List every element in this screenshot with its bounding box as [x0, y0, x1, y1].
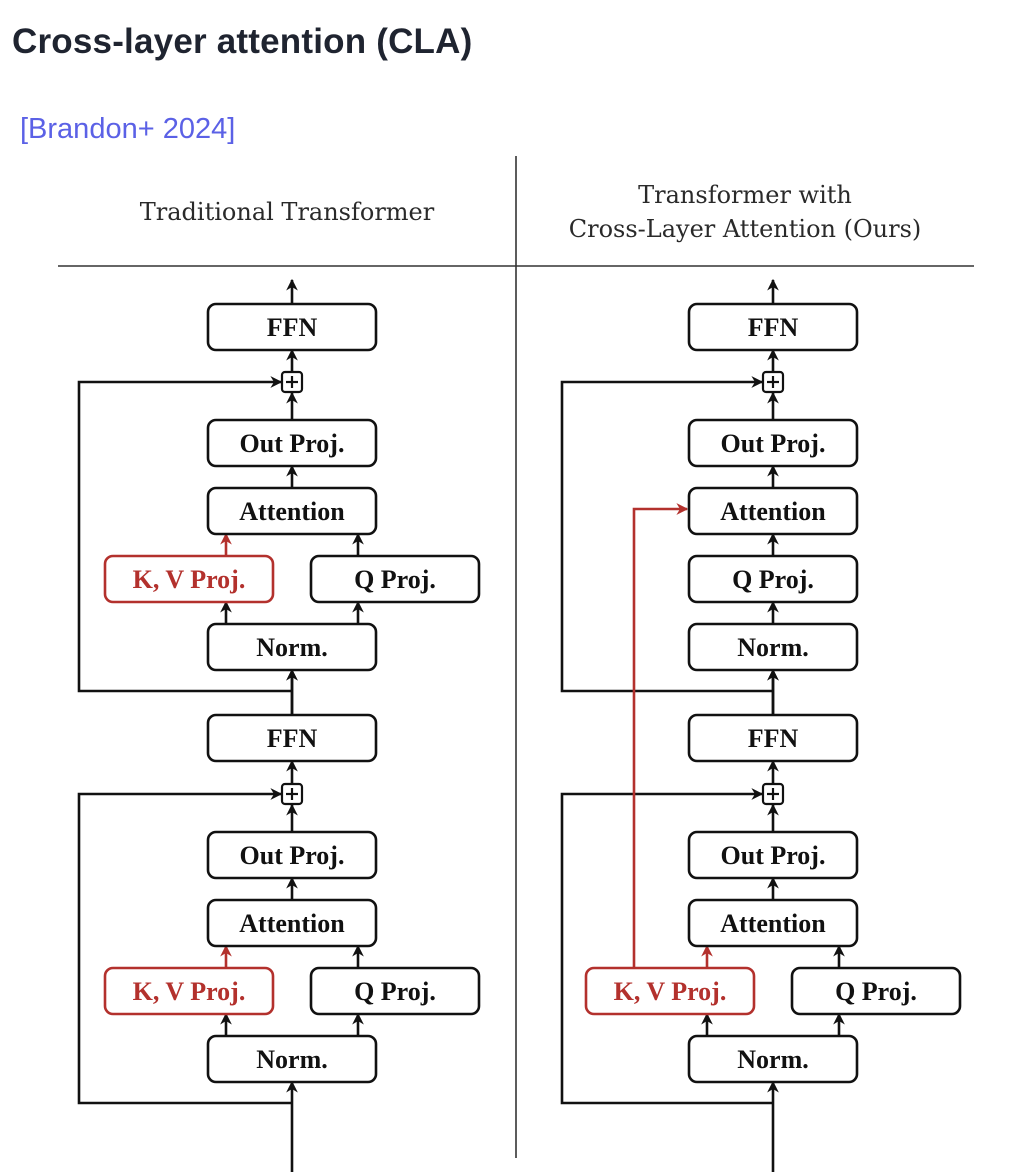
left-l1-out-proj-box-frame [206, 418, 378, 468]
left-l2-norm-box: Norm. [206, 1034, 378, 1084]
right-l1-out-proj-box-frame [687, 418, 859, 468]
left-l2-q-proj-box: Q Proj. [309, 966, 481, 1016]
right-l2-kv-proj-box-frame [584, 966, 756, 1016]
left-l1-q-proj-box: Q Proj. [309, 554, 481, 604]
right-l1-q-proj-box-frame [687, 554, 859, 604]
left-l2-kv-proj-box: K, V Proj. [103, 966, 275, 1016]
right-l2-ffn-box-frame [687, 713, 859, 763]
right-l1-residual-add [761, 370, 785, 394]
right-l1-q-proj-box: Q Proj. [687, 554, 859, 604]
right-l1-out-proj-box-label: Out Proj. [721, 429, 826, 458]
right-l2-kv-proj-box: K, V Proj. [584, 966, 756, 1016]
left-l2-out-proj-box: Out Proj. [206, 830, 378, 880]
left-l2-out-proj-box-label: Out Proj. [240, 841, 345, 870]
left-l2-q-proj-box-label: Q Proj. [354, 977, 436, 1006]
left-l1-out-proj-box-label: Out Proj. [240, 429, 345, 458]
citation-link[interactable]: [Brandon+ 2024] [20, 113, 236, 145]
left-l1-q-proj-box-frame [309, 554, 481, 604]
left-l1-attention-box-label: Attention [239, 497, 345, 526]
right-l1-attention-box: Attention [687, 486, 859, 536]
right-l2-norm-box: Norm. [687, 1034, 859, 1084]
left-l1-residual-add [280, 370, 304, 394]
right-l2-attention-box: Attention [687, 898, 859, 948]
left-l2-residual-loop [77, 788, 292, 1105]
left-l1-attention-box: Attention [206, 486, 378, 536]
right-shared-kv-arrow [632, 503, 689, 968]
left-l2-out-proj-box-frame [206, 830, 378, 880]
right-l2-q-proj-box: Q Proj. [790, 966, 962, 1016]
right-l2-ffn-box-label: FFN [748, 724, 799, 753]
left-l2-attention-box-frame [206, 898, 378, 948]
left-l2-attention-box-label: Attention [239, 909, 345, 938]
page-title: Cross-layer attention (CLA) [12, 22, 473, 61]
right-l1-norm-box-label: Norm. [737, 633, 808, 662]
left-l2-ffn-box-label: FFN [267, 724, 318, 753]
left-l2-kv-proj-box-frame [103, 966, 275, 1016]
right-l2-residual-add [761, 782, 785, 806]
right-l1-out-proj-box: Out Proj. [687, 418, 859, 468]
right-l2-norm-box-frame [687, 1034, 859, 1084]
right-l2-norm-box-label: Norm. [737, 1045, 808, 1074]
left-l1-residual-loop [77, 376, 292, 693]
left-l1-ffn-box-frame [206, 302, 378, 352]
right-l1-attention-box-label: Attention [720, 497, 826, 526]
left-l1-kv-proj-box-frame [103, 554, 275, 604]
left-l1-kv-proj-box-label: K, V Proj. [133, 565, 246, 594]
right-l2-out-proj-box-frame [687, 830, 859, 880]
right-l2-q-proj-box-frame [790, 966, 962, 1016]
left-l2-norm-box-frame [206, 1034, 378, 1084]
left-l1-q-proj-box-label: Q Proj. [354, 565, 436, 594]
left-l1-norm-box-frame [206, 622, 378, 672]
left-l1-attention-box-frame [206, 486, 378, 536]
right-l2-out-proj-box: Out Proj. [687, 830, 859, 880]
right-l1-q-proj-box-label: Q Proj. [732, 565, 814, 594]
left-l1-ffn-box: FFN [206, 302, 378, 352]
right-l1-ffn-box: FFN [687, 302, 859, 352]
left-l2-attention-box: Attention [206, 898, 378, 948]
left-l1-out-proj-box: Out Proj. [206, 418, 378, 468]
right-header-line-1: Transformer with [638, 181, 852, 209]
right-header-line-2: Cross-Layer Attention (Ours) [569, 215, 922, 243]
right-l1-ffn-box-label: FFN [748, 313, 799, 342]
right-l1-norm-box-frame [687, 622, 859, 672]
left-l1-norm-box: Norm. [206, 622, 378, 672]
right-l1-ffn-box-frame [687, 302, 859, 352]
left-l2-ffn-box-frame [206, 713, 378, 763]
left-l2-residual-add [280, 782, 304, 806]
right-l2-out-proj-box-label: Out Proj. [721, 841, 826, 870]
right-l2-attention-box-label: Attention [720, 909, 826, 938]
left-header-line-1: Traditional Transformer [140, 198, 435, 226]
right-l1-residual-loop [560, 376, 773, 693]
right-l1-norm-box: Norm. [687, 622, 859, 672]
left-l2-ffn-box: FFN [206, 713, 378, 763]
left-l2-norm-box-label: Norm. [256, 1045, 327, 1074]
left-l2-kv-proj-box-label: K, V Proj. [133, 977, 246, 1006]
left-l1-ffn-box-label: FFN [267, 313, 318, 342]
right-l2-q-proj-box-label: Q Proj. [835, 977, 917, 1006]
left-l2-q-proj-box-frame [309, 966, 481, 1016]
right-l2-residual-loop [560, 788, 773, 1105]
right-l2-kv-proj-box-label: K, V Proj. [614, 977, 727, 1006]
right-l1-attention-box-frame [687, 486, 859, 536]
right-l2-ffn-box: FFN [687, 713, 859, 763]
left-l1-norm-box-label: Norm. [256, 633, 327, 662]
left-l1-kv-proj-box: K, V Proj. [103, 554, 275, 604]
right-l2-attention-box-frame [687, 898, 859, 948]
